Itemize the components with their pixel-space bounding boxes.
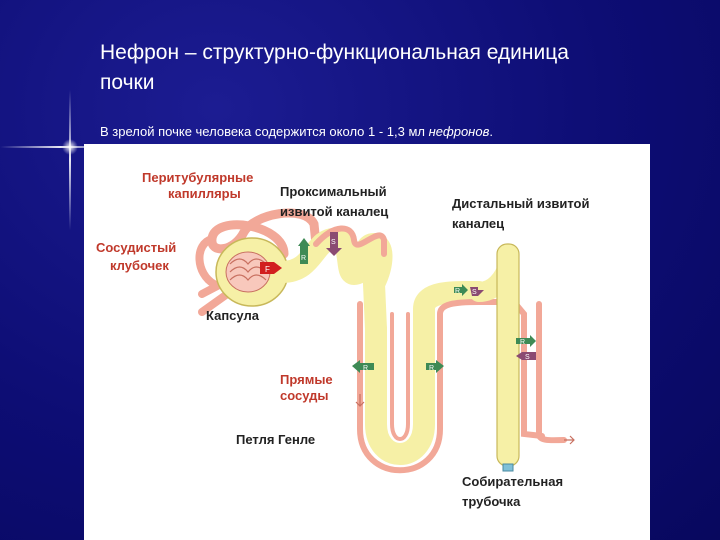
marker-reabsorption-descending: R: [352, 360, 374, 373]
nephron-diagram: F R S R R R S R: [96, 170, 589, 509]
vasa-recta-inner: [390, 312, 410, 441]
marker-reabsorption-ascending: R: [426, 360, 444, 373]
label-proximal-2: извитой каналец: [280, 204, 388, 219]
label-capsule: Капсула: [206, 308, 260, 323]
slide-subtitle: В зрелой почке человека содержится около…: [100, 124, 700, 139]
lens-flare-center: [62, 139, 78, 155]
subtitle-text: В зрелой почке человека содержится около…: [100, 124, 429, 139]
subtitle-end: .: [489, 124, 493, 139]
nephron-diagram-panel: F R S R R R S R: [84, 144, 650, 540]
title-line-1: Нефрон – структурно-функциональная едини…: [100, 41, 569, 64]
label-peritubular-2: капилляры: [168, 186, 241, 201]
marker-reabsorption-proximal: R: [298, 238, 310, 264]
vasa-recta: [357, 299, 545, 474]
lens-flare-horizontal: [0, 146, 120, 148]
label-distal-2: каналец: [452, 216, 504, 231]
flow-arrow-vasa: [355, 394, 365, 407]
marker-s-label-2: S: [472, 289, 477, 296]
marker-reabsorption-collecting: R: [516, 335, 536, 347]
peritubular-capillary-left: [195, 235, 218, 288]
slide-title: Нефрон – структурно-функциональная едини…: [100, 38, 680, 98]
marker-r-label-5: R: [520, 339, 525, 346]
label-vasa-recta-1: Прямые: [280, 372, 333, 387]
marker-reabsorption-distal: R: [454, 284, 468, 296]
label-vasa-recta-2: сосуды: [280, 388, 329, 403]
marker-s-label-3: S: [525, 354, 530, 361]
lens-flare-vertical: [69, 90, 71, 230]
label-distal-1: Дистальный извитой: [452, 196, 589, 211]
proximal-convoluted-tubule: [271, 227, 393, 340]
marker-f-label: F: [265, 265, 270, 274]
label-loop-henle: Петля Генле: [236, 432, 315, 447]
distal-vessel: [536, 301, 567, 444]
marker-r-label-3: R: [429, 365, 434, 372]
proximal-vessel: [313, 225, 387, 257]
label-collecting-2: трубочка: [462, 494, 521, 509]
marker-filtration: F: [260, 262, 282, 274]
loop-of-henle: [365, 281, 490, 465]
marker-secretion-collecting: S: [516, 352, 536, 361]
marker-secretion-distal: S: [470, 287, 484, 296]
marker-r-label-2: R: [363, 365, 368, 372]
label-proximal-1: Проксимальный: [280, 184, 387, 199]
title-line-2: почки: [100, 71, 155, 94]
label-glomerulus-1: Сосудистый: [96, 240, 176, 255]
label-peritubular-1: Перитубулярные: [142, 170, 253, 185]
collecting-duct-outlet: [502, 463, 514, 472]
label-collecting-1: Собирательная: [462, 474, 563, 489]
label-glomerulus-2: клубочек: [110, 258, 169, 273]
marker-secretion-proximal: S: [326, 232, 342, 256]
flow-arrow-outlet: [564, 435, 575, 445]
marker-r-label-1: R: [301, 255, 306, 262]
marker-r-label-4: R: [455, 288, 460, 295]
collecting-duct: [496, 243, 520, 467]
subtitle-italic: нефронов: [428, 124, 490, 139]
peritubular-capillary-top: [207, 208, 321, 259]
marker-s-label-1: S: [331, 239, 336, 246]
